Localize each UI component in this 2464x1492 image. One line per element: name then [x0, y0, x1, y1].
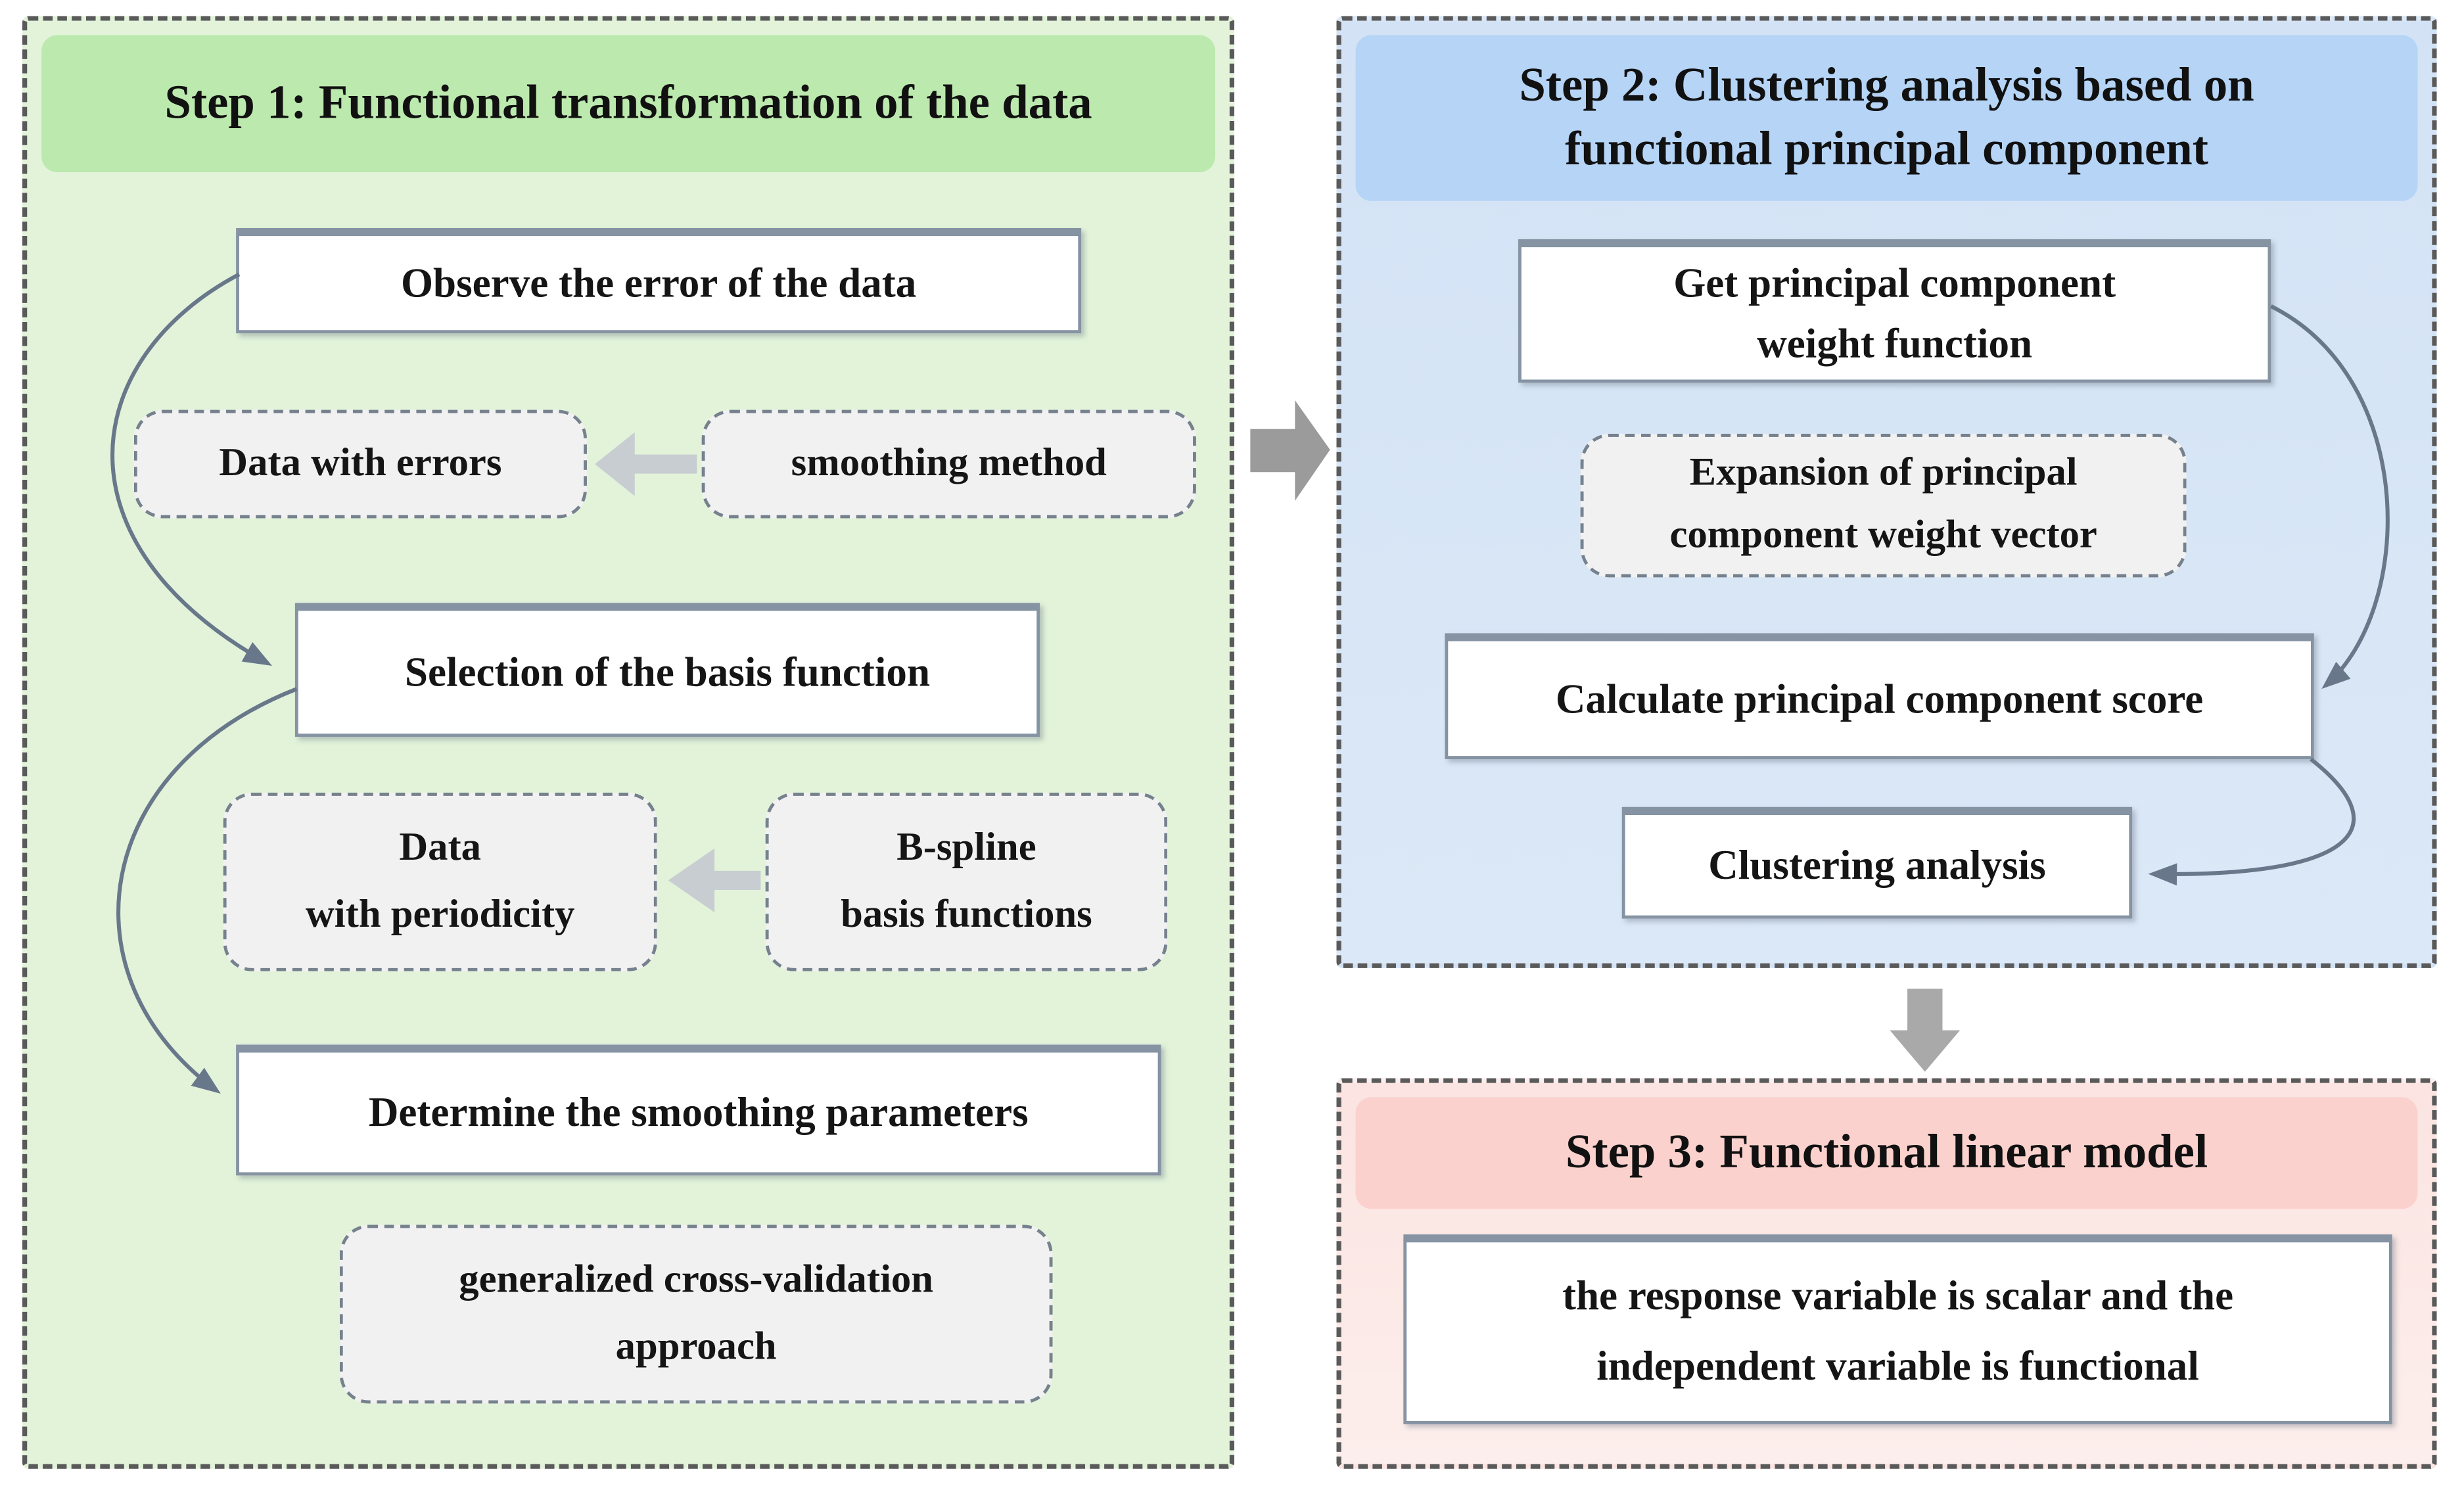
box-data-with-errors-label: Data with errors [219, 441, 502, 485]
box-functional-linear-model: the response variable is scalar and the … [1403, 1234, 2392, 1424]
box-expansion-line1: Expansion of principal [1689, 452, 2078, 495]
box-bspline-basis-functions: B-spline basis functions [765, 792, 1168, 971]
box-data-with-periodicity-line2: with periodicity [305, 893, 575, 937]
box-observe-error: Observe the error of the data [236, 227, 1082, 334]
box-bspline-line2: basis functions [841, 893, 1092, 937]
box-smoothing-method-label: smoothing method [791, 441, 1107, 485]
step2-header: Step 2: Clustering analysis based on fun… [1355, 35, 2418, 201]
box-model-line2: independent variable is functional [1596, 1343, 2199, 1389]
box-get-principal-component: Get principal component weight function [1518, 239, 2271, 383]
box-clustering-analysis: Clustering analysis [1621, 806, 2133, 919]
box-get-pc-line2: weight function [1757, 319, 2033, 366]
box-gcv-line2: approach [615, 1325, 777, 1368]
step1-title: Step 1: Functional transformation of the… [164, 76, 1092, 129]
down-arrow-step2-to-step3-icon [1890, 989, 1961, 1072]
step2-title-line2: functional principal component [1565, 122, 2208, 175]
box-gcv-line1: generalized cross-validation [459, 1257, 934, 1301]
box-generalized-cross-validation: generalized cross-validation approach [339, 1224, 1053, 1404]
box-determine-smoothing-parameters: Determine the smoothing parameters [236, 1044, 1161, 1176]
right-arrow-step1-to-step2-icon [1250, 400, 1330, 501]
box-clustering-label: Clustering analysis [1708, 842, 2046, 889]
step1-header: Step 1: Functional transformation of the… [41, 35, 1215, 173]
box-observe-error-label: Observe the error of the data [400, 260, 917, 306]
box-data-with-periodicity-line1: Data [399, 825, 482, 869]
box-bspline-line1: B-spline [896, 825, 1036, 869]
box-selection-basis-function: Selection of the basis function [294, 603, 1040, 737]
box-expansion-line2: component weight vector [1669, 513, 2097, 557]
step2-title-line1: Step 2: Clustering analysis based on [1519, 58, 2254, 111]
box-smoothing-method: smoothing method [701, 409, 1196, 519]
box-calculate-pc-score: Calculate principal component score [1445, 633, 2314, 760]
step3-title: Step 3: Functional linear model [1565, 1125, 2208, 1178]
box-expansion-weight-vector: Expansion of principal component weight … [1580, 434, 2187, 578]
box-data-with-errors: Data with errors [133, 409, 587, 519]
box-get-pc-line1: Get principal component [1673, 260, 2116, 306]
box-calculate-label: Calculate principal component score [1555, 675, 2204, 722]
box-data-with-periodicity: Data with periodicity [223, 792, 657, 971]
step3-header: Step 3: Functional linear model [1355, 1097, 2418, 1209]
box-determine-label: Determine the smoothing parameters [368, 1089, 1029, 1136]
box-model-line1: the response variable is scalar and the [1562, 1272, 2234, 1319]
box-selection-basis-function-label: Selection of the basis function [404, 649, 931, 695]
